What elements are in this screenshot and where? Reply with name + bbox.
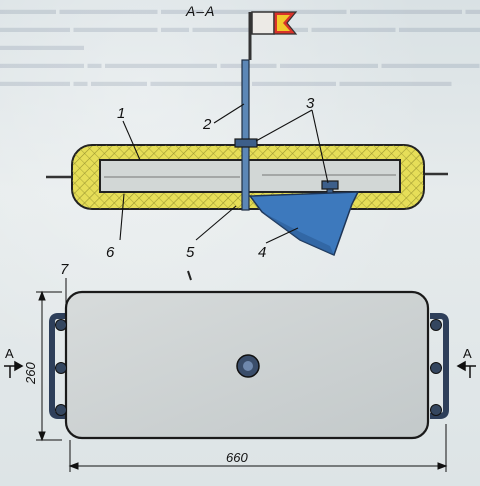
section-marker-left: А xyxy=(5,346,14,361)
flag-icon xyxy=(248,11,298,60)
callout-3: 3 xyxy=(306,95,315,112)
right-handle xyxy=(430,313,449,419)
shaft xyxy=(241,59,250,211)
callout-4: 4 xyxy=(258,244,267,261)
callout-7: 7 xyxy=(60,261,69,278)
left-handle xyxy=(49,313,70,419)
section-view xyxy=(46,11,448,257)
callout-2: 2 xyxy=(203,116,212,133)
section-title: А–А xyxy=(186,3,216,19)
inner-box xyxy=(99,159,401,193)
top-nut xyxy=(234,138,258,148)
background-text-bleed: ▬▬▬▬ ▬▬▬▬▬▬▬ ▬▬▬ ▬▬▬▬▬▬▬▬▬▬ ▬▬▬▬▬▬▬▬ ▬▬ … xyxy=(0,3,480,90)
plan-view xyxy=(4,270,476,472)
bolt-head xyxy=(321,180,339,190)
section-marker-right: А xyxy=(463,346,472,361)
dimension-height-label: 260 xyxy=(23,362,38,384)
callout-6: 6 xyxy=(106,244,115,261)
callout-5: 5 xyxy=(186,244,195,261)
dimension-width-label: 660 xyxy=(226,450,248,465)
callout-1: 1 xyxy=(117,105,126,122)
